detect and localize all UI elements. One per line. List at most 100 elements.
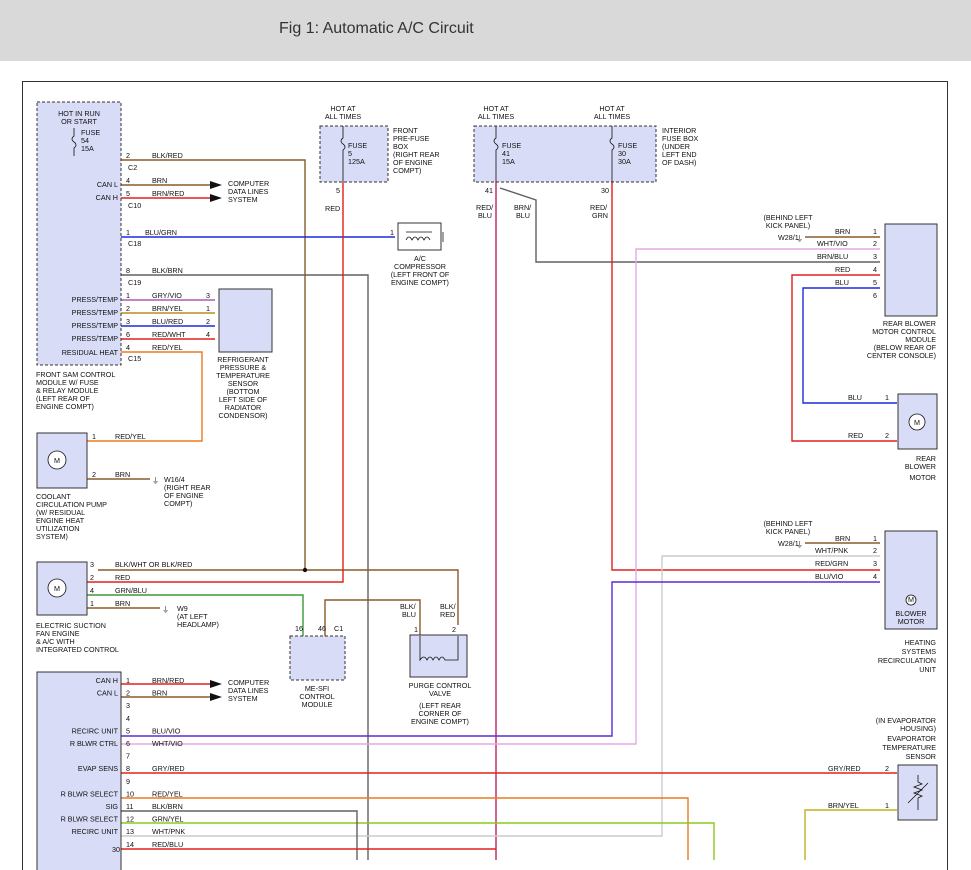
computer-data-2: DATA LINES bbox=[228, 686, 269, 695]
purge-control-valve bbox=[409, 634, 468, 678]
evap-label: (IN EVAPORATOR bbox=[876, 716, 936, 725]
rbc-label: MODULE bbox=[905, 335, 936, 344]
rbc-pin: 3 bbox=[873, 252, 877, 261]
evap-label: HOUSING) bbox=[900, 724, 936, 733]
sam-connector-c10: C10 bbox=[128, 201, 141, 210]
fan-pin: 4 bbox=[90, 586, 94, 595]
pump-label: UTILIZATION bbox=[36, 524, 79, 533]
wire-label: BRN bbox=[115, 599, 130, 608]
front-fuse-label: BOX bbox=[393, 142, 408, 151]
refrig-label: SENSOR bbox=[228, 379, 258, 388]
wire-label: GRN/BLU bbox=[115, 586, 147, 595]
wire-red-front-fuse bbox=[87, 182, 344, 583]
coil-icon bbox=[405, 236, 431, 241]
front-fuse-label: (RIGHT REAR bbox=[393, 150, 440, 159]
rbc-pin: 5 bbox=[873, 278, 877, 287]
refrig-label: CONDENSOR) bbox=[218, 411, 267, 420]
refrig-label: TEMPERATURE bbox=[216, 371, 270, 380]
fan-motor-m: M bbox=[54, 584, 60, 593]
me-sfi-label: ME-SFI bbox=[305, 684, 329, 693]
pump-motor-m: M bbox=[54, 456, 60, 465]
ground-icon: ⏚ bbox=[796, 234, 803, 243]
interior-label: LEFT END bbox=[662, 150, 697, 159]
pump-label: CIRCULATION PUMP bbox=[36, 500, 107, 509]
hu-pin: 4 bbox=[873, 572, 877, 581]
computer-data-3: SYSTEM bbox=[228, 694, 258, 703]
refrig-pin: 1 bbox=[206, 304, 210, 313]
climate-pin-number: 12 bbox=[126, 815, 134, 824]
sam-can-l: CAN L bbox=[97, 180, 118, 189]
wire-label: BRN bbox=[115, 470, 130, 479]
wire-label: BLU/GRN bbox=[145, 228, 177, 237]
rbc-label: CENTER CONSOLE) bbox=[867, 351, 936, 360]
sam-label-5: ENGINE COMPT) bbox=[36, 402, 94, 411]
interior-fuse-box bbox=[473, 125, 657, 183]
sam-connector-c15: C15 bbox=[128, 354, 141, 363]
rbm-label: BLOWER bbox=[905, 462, 936, 471]
rbm-label: REAR bbox=[916, 454, 936, 463]
sam-connector-c19: C19 bbox=[128, 278, 141, 287]
pump-pin: 2 bbox=[92, 470, 96, 479]
hu-inner: BLOWER bbox=[895, 609, 926, 618]
climate-pin-number: 1 bbox=[126, 676, 130, 685]
fuse-icon bbox=[493, 126, 499, 182]
rbc-label: MOTOR CONTROL bbox=[872, 327, 936, 336]
evaporator-sensor bbox=[897, 764, 938, 821]
wire-label: BLU/VIO bbox=[152, 726, 181, 735]
purge-label: PURGE CONTROL bbox=[409, 681, 472, 690]
figure-header: Fig 1: Automatic A/C Circuit bbox=[0, 0, 971, 61]
me-sfi-pin: 46 bbox=[318, 624, 326, 633]
wire-label: BLU bbox=[835, 278, 849, 287]
wire-blk-blu-purge bbox=[324, 599, 421, 636]
wire-label: BLK/WHT OR BLK/RED bbox=[115, 560, 192, 569]
climate-pin-label: EVAP SENS bbox=[78, 764, 118, 773]
motor-icon bbox=[47, 450, 67, 470]
pump-label: COOLANT bbox=[36, 492, 71, 501]
rbm-pin: 1 bbox=[885, 393, 889, 402]
sam-fuse-3: 15A bbox=[81, 144, 94, 153]
wire-label: BRN bbox=[152, 176, 167, 185]
interior-pin1: 41 bbox=[485, 186, 493, 195]
refrig-label: PRESSURE & bbox=[220, 363, 267, 372]
interior-fuse2: FUSE bbox=[618, 141, 637, 150]
sam-hot-1: HOT IN RUN bbox=[58, 109, 100, 118]
wire-label: BRN/YEL bbox=[828, 801, 859, 810]
fan-label: FAN ENGINE bbox=[36, 629, 80, 638]
interior-label: (UNDER bbox=[662, 142, 690, 151]
wire-label: BLU bbox=[516, 211, 530, 220]
sam-press-3: PRESS/TEMP bbox=[72, 321, 119, 330]
refrig-label: RADIATOR bbox=[225, 403, 261, 412]
wire-label: GRY/RED bbox=[828, 764, 861, 773]
wire-label: GRN/YEL bbox=[152, 815, 184, 824]
wire-red-yel-climate bbox=[121, 797, 689, 860]
interior-label: OF DASH) bbox=[662, 158, 696, 167]
interior-hot2-1: HOT AT bbox=[599, 104, 625, 113]
motor-icon bbox=[908, 413, 926, 431]
wire-red-yel-sam bbox=[87, 351, 203, 442]
rbc-label: REAR BLOWER bbox=[883, 319, 936, 328]
evap-label: TEMPERATURE bbox=[882, 743, 936, 752]
me-sfi-label: CONTROL bbox=[299, 692, 334, 701]
sam-pin: 3 bbox=[126, 317, 130, 326]
pump-ground: COMPT) bbox=[164, 499, 192, 508]
wire-blu-rear-blower bbox=[802, 287, 897, 404]
fan-pin: 2 bbox=[90, 573, 94, 582]
wire-label: RED bbox=[115, 573, 130, 582]
wire-label: BLK/BRN bbox=[152, 266, 183, 275]
interior-fuse1: 41 bbox=[502, 149, 510, 158]
front-fuse-hot-1: HOT AT bbox=[330, 104, 356, 113]
wire-label: GRY/RED bbox=[152, 764, 185, 773]
pump-pin: 1 bbox=[92, 432, 96, 441]
fan-ground: W9 bbox=[177, 604, 188, 613]
wire-grn-blu bbox=[87, 594, 304, 636]
wire-label: RED bbox=[835, 265, 850, 274]
computer-data-1: COMPUTER bbox=[228, 179, 269, 188]
compressor-pin: 1 bbox=[390, 228, 394, 237]
wire-label: BLK/ bbox=[400, 602, 416, 611]
climate-pin-number: 8 bbox=[126, 764, 130, 773]
wire-label: WHT/VIO bbox=[817, 239, 848, 248]
hu-ground: KICK PANEL) bbox=[766, 527, 810, 536]
hu-m: M bbox=[908, 595, 914, 604]
sam-label-2: MODULE W/ FUSE bbox=[36, 378, 99, 387]
